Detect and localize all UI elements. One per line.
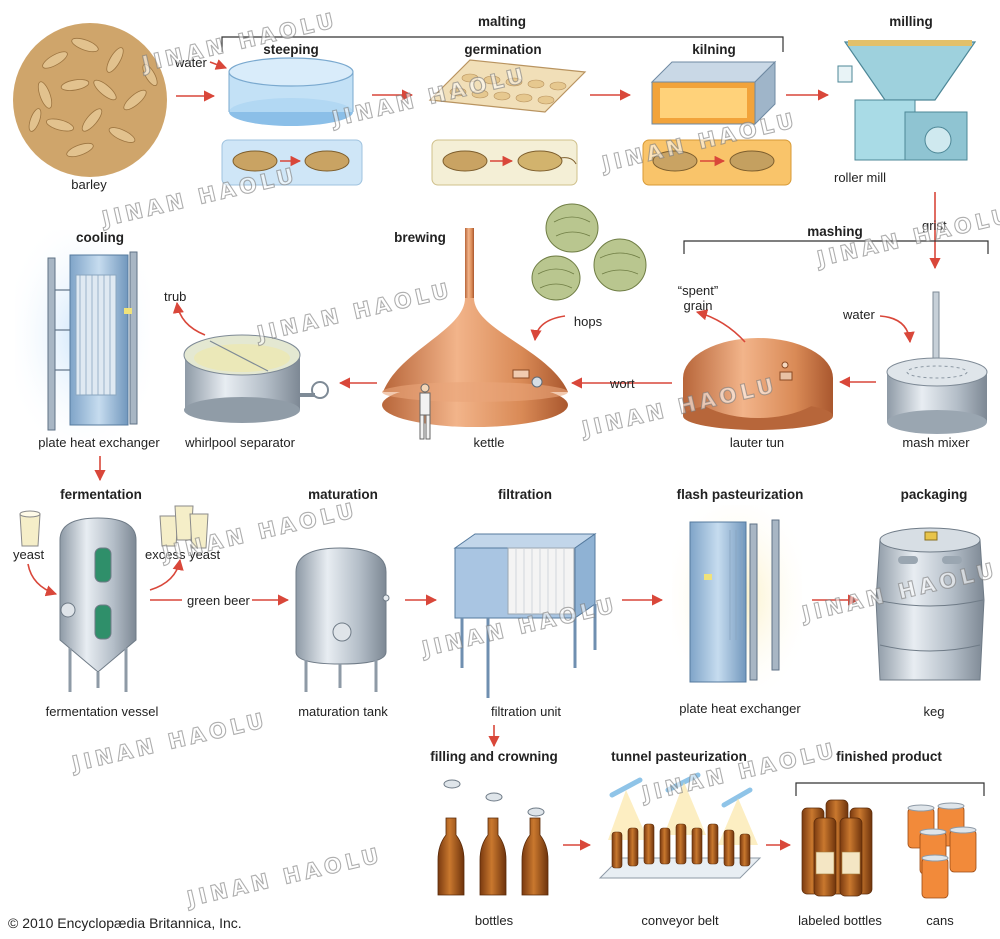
label-trub: trub — [164, 289, 187, 304]
label-keg: keg — [923, 704, 945, 719]
heading-maturation: maturation — [308, 487, 378, 502]
label-labeled-bottles: labeled bottles — [798, 913, 882, 928]
mashing-bracket — [683, 240, 989, 254]
label-roller-mill: roller mill — [834, 170, 886, 185]
row3-flow-arrows — [27, 558, 860, 748]
finished-product-bracket — [795, 782, 985, 796]
label-green-beer: green beer — [187, 593, 250, 608]
heading-packaging: packaging — [900, 487, 968, 502]
maturation-tank-illustration — [295, 547, 390, 692]
yeast-glass-illustration — [19, 510, 41, 547]
label-spent-grain: “spent” grain — [677, 283, 719, 313]
steeping-seed-card — [221, 139, 363, 186]
heading-tunnel-pasteurization: tunnel pasteurization — [611, 749, 747, 764]
label-whirlpool-separator: whirlpool separator — [185, 435, 295, 450]
steeping-tub-illustration — [228, 57, 354, 126]
heading-flash-pasteurization: flash pasteurization — [676, 487, 804, 502]
label-maturation-tank: maturation tank — [298, 704, 388, 719]
label-barley: barley — [71, 177, 107, 192]
label-hops: hops — [573, 314, 603, 329]
heading-mashing: mashing — [807, 224, 863, 239]
heading-germination: germination — [464, 42, 542, 57]
label-bottles: bottles — [474, 913, 514, 928]
heading-brewing: brewing — [394, 230, 446, 245]
germination-tray-illustration — [428, 59, 587, 113]
heading-malting: malting — [477, 14, 527, 29]
filtration-unit-illustration — [453, 533, 597, 698]
label-filtration-unit: filtration unit — [490, 704, 562, 719]
row2-flow-arrows — [94, 301, 915, 482]
conveyor-belt-illustration — [598, 772, 762, 879]
label-kettle: kettle — [473, 435, 505, 450]
heading-kilning: kilning — [692, 42, 736, 57]
label-fermentation-vessel: fermentation vessel — [45, 704, 159, 719]
label-mash-mixer: mash mixer — [902, 435, 970, 450]
mash-mixer-illustration — [886, 291, 988, 434]
whirlpool-separator-illustration — [183, 334, 329, 423]
label-water-steeping: water — [175, 55, 207, 70]
label-plate-heat-exchanger-flash: plate heat exchanger — [679, 701, 801, 716]
labeled-bottles-illustration — [801, 799, 873, 897]
keg-illustration — [875, 527, 985, 681]
malting-bracket — [221, 36, 784, 52]
flash-heat-exchanger-illustration — [672, 505, 802, 690]
label-wort: wort — [610, 376, 635, 391]
heading-steeping: steeping — [263, 42, 319, 57]
heading-cooling: cooling — [76, 230, 124, 245]
label-cans: cans — [926, 913, 954, 928]
row1-flow-arrows — [176, 59, 941, 270]
label-conveyor-belt: conveyor belt — [641, 913, 719, 928]
kiln-illustration — [650, 60, 777, 126]
heading-milling: milling — [889, 14, 933, 29]
cans-illustration — [907, 802, 977, 899]
excess-yeast-glasses-illustration — [159, 505, 209, 549]
label-water-mash: water — [843, 307, 875, 322]
heading-fermentation: fermentation — [60, 487, 142, 502]
barley-pile-illustration — [13, 23, 167, 177]
roller-mill-illustration — [837, 40, 977, 161]
heading-filling-and-crowning: filling and crowning — [430, 749, 558, 764]
heading-finished-product: finished product — [836, 749, 942, 764]
hops-illustration — [531, 203, 647, 301]
label-yeast: yeast — [13, 547, 45, 562]
heading-filtration: filtration — [498, 487, 552, 502]
kilning-seed-card — [642, 139, 792, 186]
label-excess-yeast: excess yeast — [145, 547, 221, 562]
fermentation-vessel-illustration — [59, 517, 137, 692]
lauter-tun-illustration — [683, 338, 833, 430]
label-plate-heat-exchanger-cooling: plate heat exchanger — [38, 435, 160, 450]
label-lauter-tun: lauter tun — [729, 435, 785, 450]
bottles-illustration — [437, 779, 549, 896]
cooling-heat-exchanger-illustration — [15, 230, 150, 440]
brew-kettle-illustration — [382, 228, 568, 440]
germination-seed-card — [431, 139, 578, 186]
label-grist: grist — [922, 218, 947, 233]
copyright-notice: © 2010 Encyclopædia Britannica, Inc. — [8, 915, 242, 931]
